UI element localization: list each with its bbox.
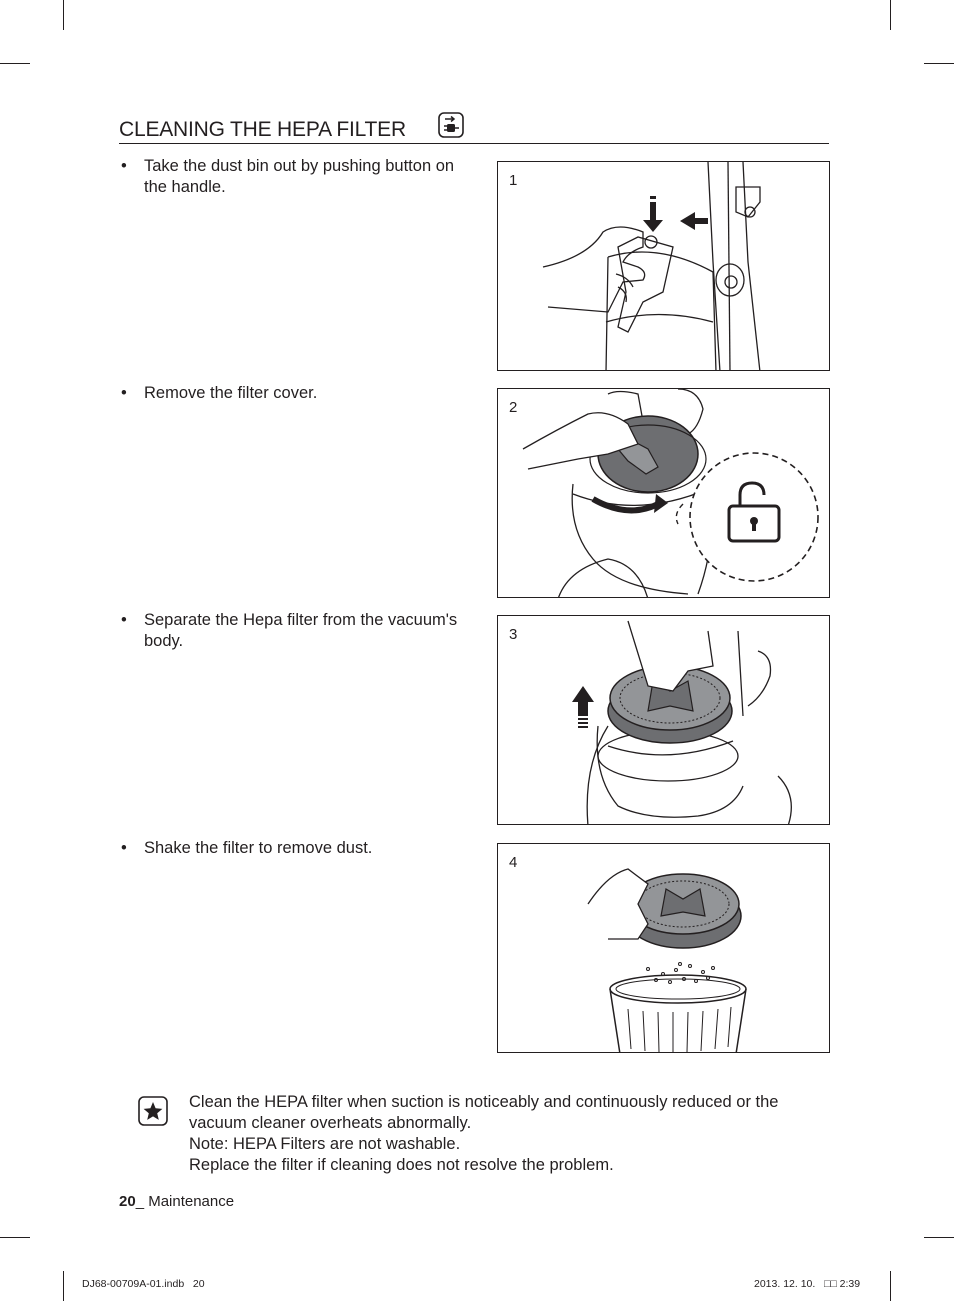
crop-mark [924,1237,954,1238]
figure-number: 3 [509,626,518,643]
filter-shaking-illustration [587,868,747,1052]
note-line: Clean the HEPA filter when suction is no… [189,1093,779,1132]
note-line: Replace the filter if cleaning does not … [189,1156,614,1174]
crop-mark [890,0,891,30]
figure-4: 4 [497,843,830,1053]
note-text: Clean the HEPA filter when suction is no… [189,1092,829,1176]
crop-mark [63,0,64,30]
dust-bin-release-illustration [542,162,761,370]
step-1-text: • Take the dust bin out by pushing butto… [121,157,455,196]
step-4-text: • Shake the filter to remove dust. [121,839,373,857]
step-3-text: • Separate the Hepa filter from the vacu… [121,611,458,650]
figure-number: 4 [509,854,518,871]
page-number: 20 [119,1193,136,1210]
hepa-filter-separation-illustration [572,620,792,824]
step-2-text: • Remove the filter cover. [121,384,318,402]
print-file-info: DJ68-00709A-01.indb 20 [82,1278,205,1290]
crop-mark [890,1271,891,1301]
filter-cover-removal-illustration [522,389,819,597]
star-note-icon [138,1096,168,1126]
unplug-icon [438,112,464,138]
figure-1: 1 [497,161,830,371]
section-name: _ Maintenance [135,1193,235,1210]
note-line: Note: HEPA Filters are not washable. [189,1135,461,1153]
figure-number: 2 [509,399,518,416]
title-rule [119,143,829,144]
crop-mark [0,63,30,64]
figure-2: 2 [497,388,830,598]
figure-number: 1 [509,172,518,189]
figure-3: 3 [497,615,830,825]
print-date-info: 2013. 12. 10. □□ 2:39 [754,1278,861,1290]
crop-mark [63,1271,64,1301]
page-footer: 20_ Maintenance [119,1193,234,1210]
crop-mark [0,1237,30,1238]
page-title: CLEANING THE HEPA FILTER [119,118,406,141]
crop-mark [924,63,954,64]
